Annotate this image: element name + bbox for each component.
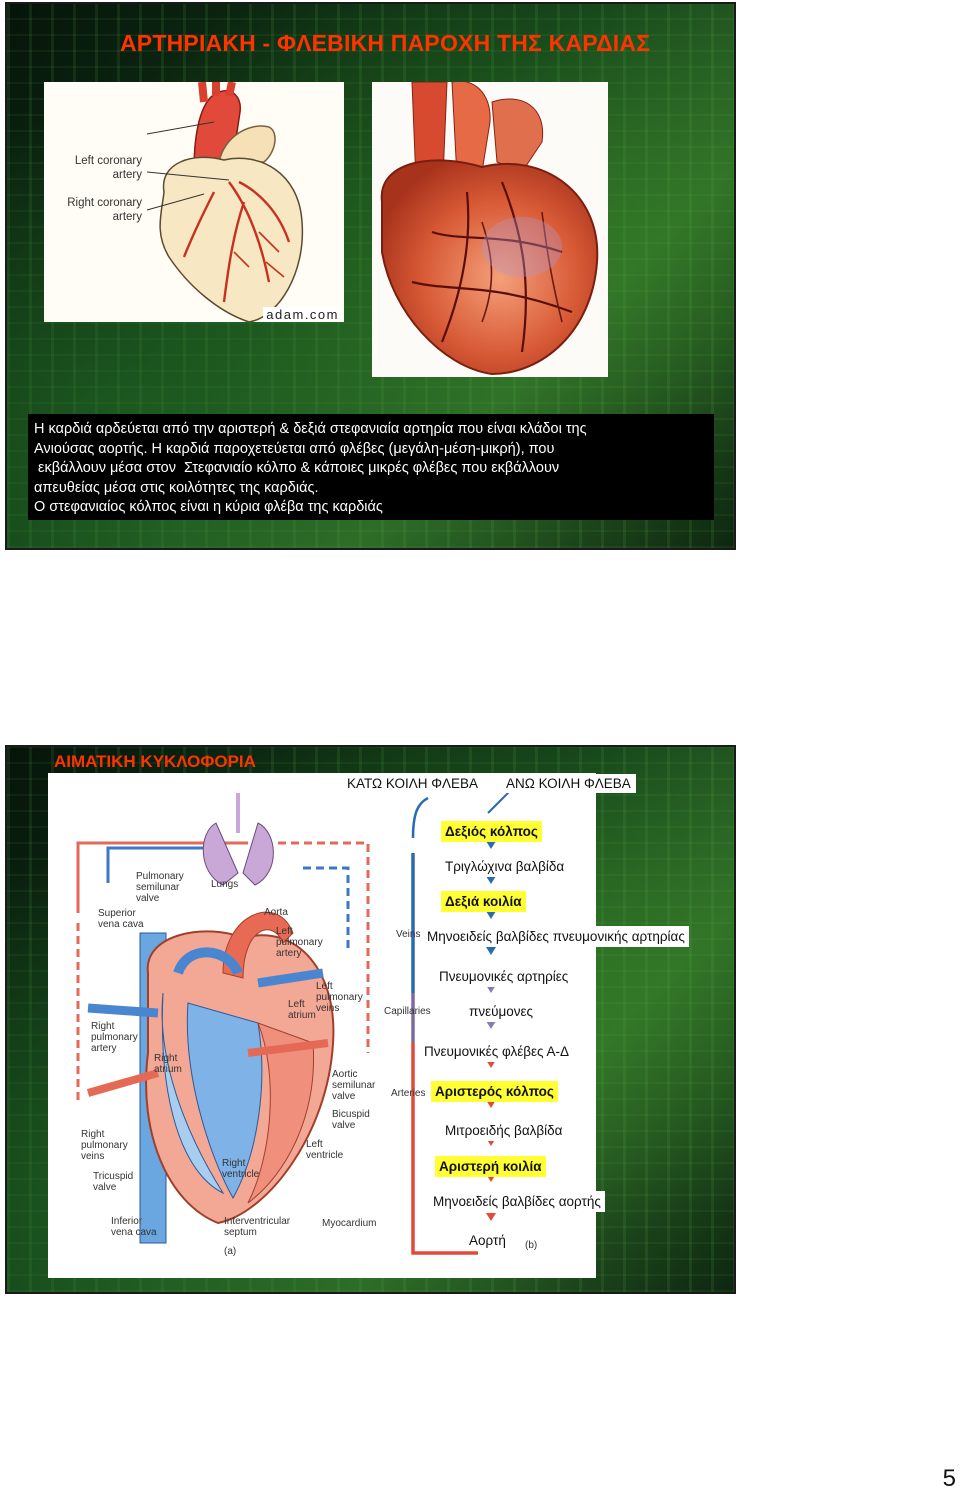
flow-step-right-ventricle: Δεξιά κοιλία xyxy=(441,891,526,912)
label-line: valve xyxy=(332,1120,356,1131)
label-line: Left xyxy=(276,926,293,937)
label-line: Bicuspid xyxy=(332,1109,370,1120)
label-line: Left xyxy=(306,1139,323,1150)
flow-step-mitral: Μιτροειδής βαλβίδα xyxy=(441,1120,567,1141)
label-line: pulmonary xyxy=(81,1140,128,1151)
label-line: valve xyxy=(93,1182,117,1193)
label-line: pulmonary xyxy=(91,1032,138,1043)
label-aortic-semilunar: Aortic semilunar valve xyxy=(332,1069,375,1102)
label-superior-vena-cava: Superior vena cava xyxy=(98,908,144,930)
label-line: Left xyxy=(288,999,305,1010)
flow-step-pulmonary-veins: Πνευμονικές φλέβες Α-Δ xyxy=(420,1041,574,1062)
label-aorta: Aorta xyxy=(264,907,288,918)
caption-line: Ο στεφανιαίος κόλπος είναι η κύρια φλέβα… xyxy=(34,499,383,516)
label-left-pulmonary-artery: Left pulmonary artery xyxy=(276,926,323,959)
label-line: Left xyxy=(316,981,333,992)
label-line: Right coronary xyxy=(67,197,142,209)
label-line: Tricuspid xyxy=(93,1171,134,1182)
label-inferior-vena-cava: Inferior vena cava xyxy=(111,1216,157,1238)
label-left-ventricle: Left ventricle xyxy=(306,1139,343,1161)
label-line: Pulmonary xyxy=(136,871,184,882)
flow-step-left-ventricle: Αριστερή κοιλία xyxy=(435,1156,546,1177)
caption-line: Η καρδιά αρδεύεται από την αριστερή & δε… xyxy=(34,421,587,437)
label-right-pulmonary-veins: Right pulmonary veins xyxy=(81,1129,128,1162)
label-left-pulmonary-veins: Left pulmonary veins xyxy=(316,981,363,1014)
flow-step-right-atrium: Δεξιός κόλπος xyxy=(441,821,542,842)
label-line: atrium xyxy=(288,1010,316,1021)
header-superior-vena-cava: ΑΝΩ ΚΟΙΛΗ ΦΛΕΒΑ xyxy=(501,774,636,793)
label-line: artery xyxy=(91,1043,117,1054)
label-line: Right xyxy=(222,1158,246,1169)
label-capillaries: Capillaries xyxy=(384,1006,431,1017)
label-right-pulmonary-artery: Right pulmonary artery xyxy=(91,1021,138,1054)
flow-step-pulmonary-arteries: Πνευμονικές αρτηρίες xyxy=(435,966,573,987)
flow-step-aorta: Αορτή xyxy=(465,1230,510,1251)
label-right-coronary: Right coronary artery xyxy=(50,196,142,224)
flow-step-tricuspid: Τριγλώχινα βαλβίδα xyxy=(441,856,569,877)
label-line: Left coronary xyxy=(74,155,142,167)
label-line: semilunar xyxy=(136,882,180,893)
page-number: 5 xyxy=(942,1465,956,1492)
label-line: valve xyxy=(332,1091,356,1102)
label-line: vena cava xyxy=(111,1227,157,1238)
label-bicuspid: Bicuspid valve xyxy=(332,1109,370,1131)
label-line: pulmonary xyxy=(276,937,323,948)
caption-box: Η καρδιά αρδεύεται από την αριστερή & δε… xyxy=(28,414,714,520)
caption-line: Ανιούσας αορτής. Η καρδιά παροχετεύεται … xyxy=(34,440,555,457)
label-line: Interventricular xyxy=(224,1216,291,1227)
label-line: Aortic xyxy=(332,1069,358,1080)
label-line: Inferior xyxy=(111,1216,143,1227)
header-inferior-vena-cava: ΚΑΤΩ ΚΟΙΛΗ ΦΛΕΒΑ xyxy=(342,774,484,793)
circulation-illustration xyxy=(76,782,519,1255)
label-fig-b: (b) xyxy=(525,1240,538,1251)
label-line: semilunar xyxy=(332,1080,376,1091)
label-line: atrium xyxy=(154,1064,182,1075)
label-tricuspid: Tricuspid valve xyxy=(93,1171,133,1193)
label-left-atrium: Left atrium xyxy=(288,999,316,1021)
label-interventricular-septum: Interventricular septum xyxy=(224,1216,290,1238)
label-line: veins xyxy=(316,1003,340,1014)
coronary-artery-diagram: Left coronary artery Right coronary arte… xyxy=(44,82,344,322)
label-right-atrium: Right atrium xyxy=(154,1053,182,1075)
label-line: Right xyxy=(154,1053,178,1064)
anatomical-heart-image xyxy=(372,82,608,377)
caption-line: απευθείας μέσα στις κοιλότητες της καρδι… xyxy=(34,479,319,496)
heart-illustration xyxy=(146,82,304,322)
caption-line: εκβάλλουν μέσα στον Στεφανιαίο κόλπο & κ… xyxy=(34,460,560,477)
label-line: vena cava xyxy=(98,919,144,930)
label-line: septum xyxy=(224,1227,257,1238)
label-line: artery xyxy=(276,948,302,959)
flow-step-pulmonary-valves: Μηνοειδείς βαλβίδες πνευμονικής αρτηρίας xyxy=(423,926,689,947)
flow-step-left-atrium: Αριστερός κόλπος xyxy=(431,1081,558,1102)
slide-blood-circulation: ΑΙΜΑΤΙΚΗ ΚΥΚΛΟΦΟΡΙΑ xyxy=(5,745,736,1294)
label-line: Right xyxy=(81,1129,105,1140)
flow-step-aortic-valves: Μηνοειδείς βαλβίδες αορτής xyxy=(429,1191,605,1212)
anatomical-heart-illustration xyxy=(380,82,599,376)
label-line: artery xyxy=(112,211,142,223)
label-arteries: Arteries xyxy=(391,1088,426,1099)
label-line: Superior xyxy=(98,908,136,919)
label-left-coronary: Left coronary artery xyxy=(50,154,142,182)
slide-title: ΑΡΤΗΡΙΑΚΗ - ΦΛΕΒΙΚΗ ΠΑΡΟΧΗ ΤΗΣ ΚΑΡΔΙΑΣ xyxy=(120,30,651,56)
flow-step-lungs: πνεύμονες xyxy=(465,1001,538,1022)
slide-title: ΑΙΜΑΤΙΚΗ ΚΥΚΛΟΦΟΡΙΑ xyxy=(54,752,256,771)
label-pulmonary-semilunar: Pulmonary semilunar valve xyxy=(136,871,184,904)
label-line: pulmonary xyxy=(316,992,363,1003)
label-right-ventricle: Right ventricle xyxy=(222,1158,259,1180)
label-veins: Veins xyxy=(396,929,421,940)
label-line: Right xyxy=(91,1021,115,1032)
label-line: ventricle xyxy=(306,1150,344,1161)
adam-watermark: adam.com xyxy=(263,307,342,322)
label-line: artery xyxy=(112,169,142,181)
label-myocardium: Myocardium xyxy=(322,1218,377,1229)
label-line: valve xyxy=(136,893,160,904)
label-line: veins xyxy=(81,1151,105,1162)
label-line: ventricle xyxy=(222,1169,260,1180)
label-lungs: Lungs xyxy=(211,879,239,890)
slide-coronary-supply: ΑΡΤΗΡΙΑΚΗ - ΦΛΕΒΙΚΗ ΠΑΡΟΧΗ ΤΗΣ ΚΑΡΔΙΑΣ L… xyxy=(5,2,736,550)
label-fig-a: (a) xyxy=(224,1246,237,1257)
